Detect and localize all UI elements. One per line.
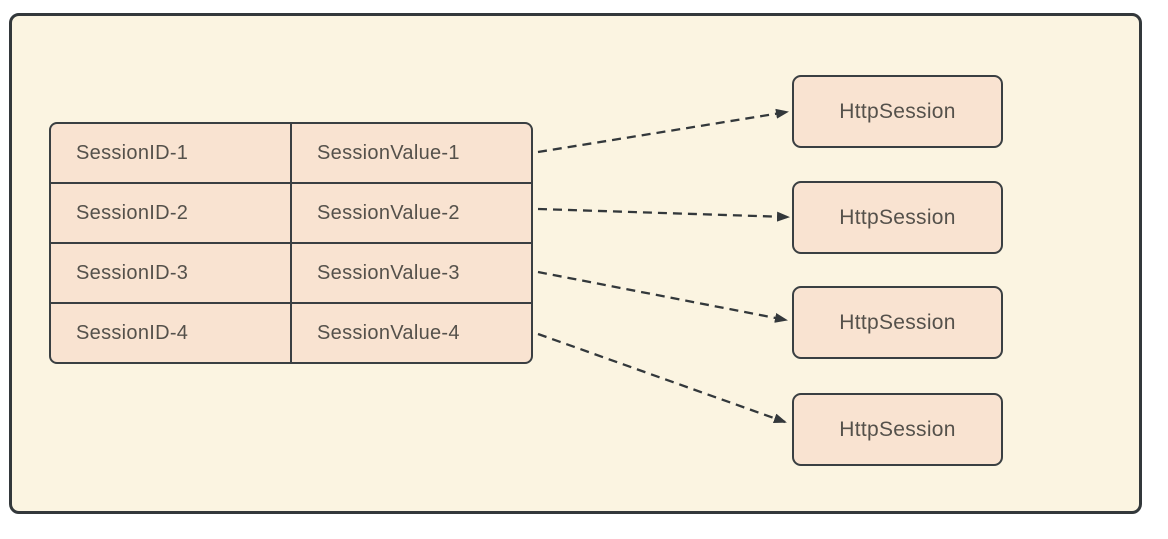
- session-value-cell: SessionValue-3: [292, 244, 531, 302]
- http-session-box: HttpSession: [792, 393, 1003, 466]
- http-session-label: HttpSession: [839, 99, 956, 123]
- session-value-cell: SessionValue-4: [292, 304, 531, 362]
- session-table: SessionID-1 SessionValue-1 SessionID-2 S…: [49, 122, 533, 364]
- session-id-cell: SessionID-1: [51, 124, 290, 182]
- http-session-label: HttpSession: [839, 417, 956, 441]
- http-session-box: HttpSession: [792, 181, 1003, 254]
- session-value-cell: SessionValue-1: [292, 124, 531, 182]
- session-id-cell: SessionID-4: [51, 304, 290, 362]
- session-id-cell: SessionID-3: [51, 244, 290, 302]
- session-value-cell: SessionValue-2: [292, 184, 531, 242]
- http-session-box: HttpSession: [792, 286, 1003, 359]
- session-id-cell: SessionID-2: [51, 184, 290, 242]
- http-session-label: HttpSession: [839, 310, 956, 334]
- http-session-box: HttpSession: [792, 75, 1003, 148]
- http-session-label: HttpSession: [839, 205, 956, 229]
